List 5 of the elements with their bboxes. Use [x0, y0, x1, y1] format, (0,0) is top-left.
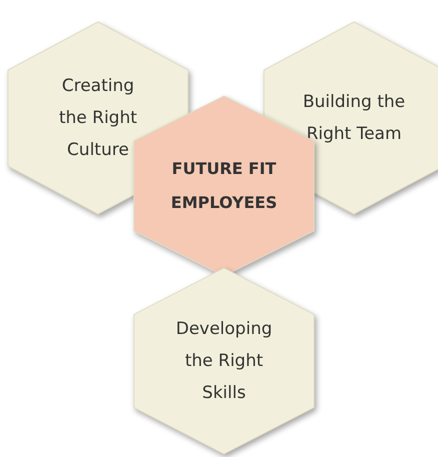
hexagon — [134, 268, 314, 454]
center-label: FUTURE FIT EMPLOYEES — [170, 158, 278, 214]
hexagon-label: Developing the Right Skills — [174, 318, 274, 405]
hexagon-label: Building the Right Team — [302, 91, 406, 146]
hexagon-label: Creating the Right Culture — [58, 75, 138, 162]
